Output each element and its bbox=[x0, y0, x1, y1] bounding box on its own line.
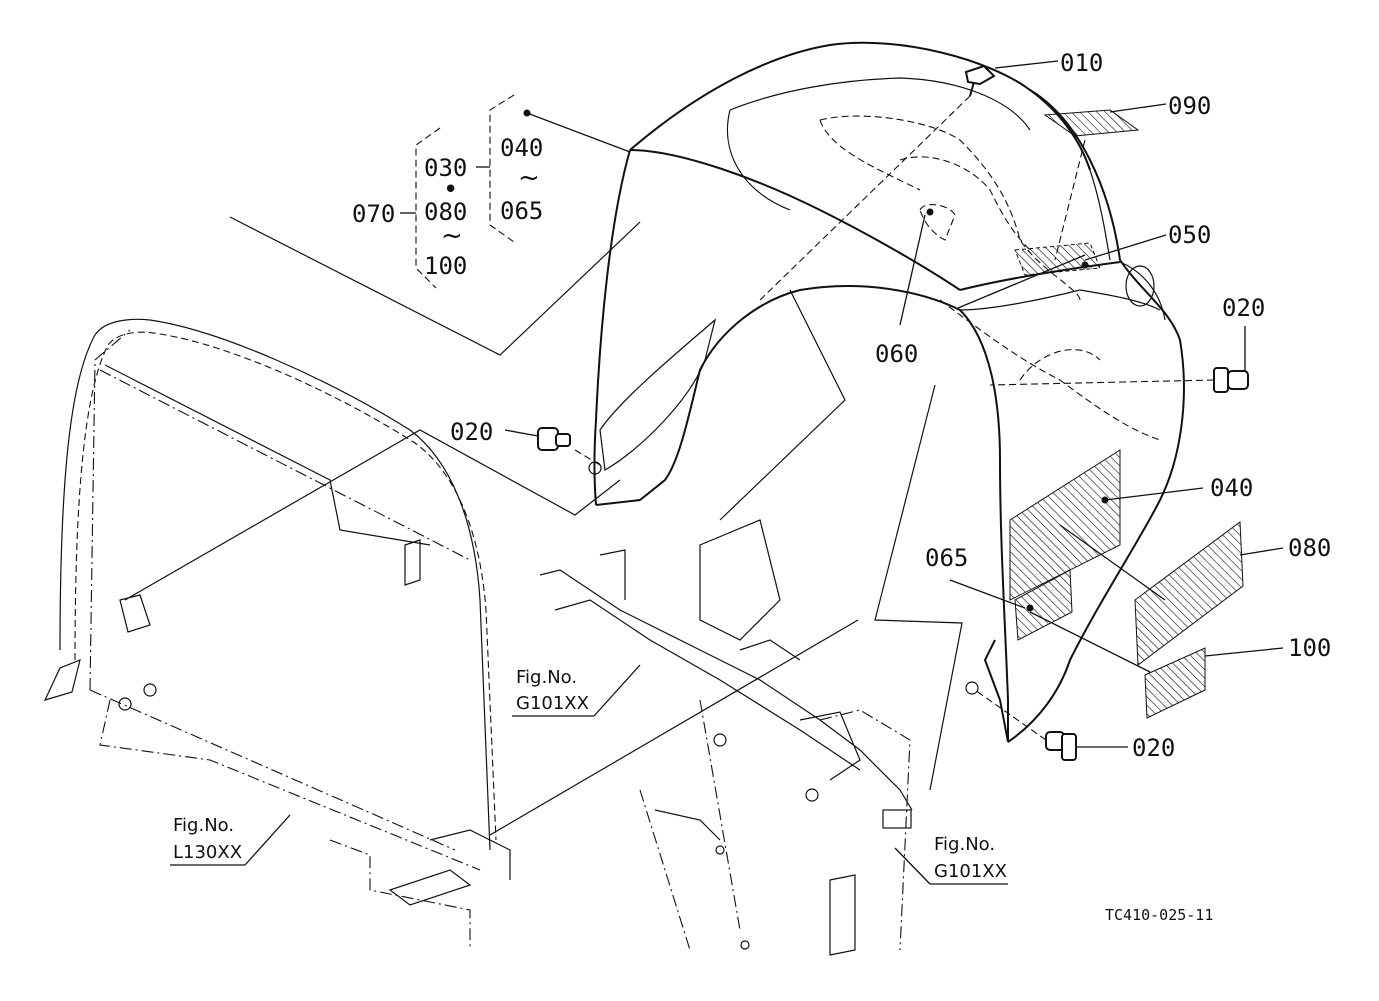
fig-ref-code: G101XX bbox=[516, 693, 589, 714]
drawing-code: TC410-025-11 bbox=[1105, 906, 1213, 924]
decal-040 bbox=[1009, 449, 1121, 601]
callout-010: 010 bbox=[1060, 49, 1103, 77]
leader-dot bbox=[926, 208, 934, 216]
group-tilde: ~ bbox=[518, 163, 540, 193]
group-label-100: 100 bbox=[424, 252, 467, 280]
group-dot: • bbox=[443, 175, 458, 205]
callout-050: 050 bbox=[1168, 221, 1211, 249]
decal-100 bbox=[1144, 647, 1206, 719]
bolt-020-right bbox=[1213, 367, 1249, 393]
callout-090: 090 bbox=[1168, 92, 1211, 120]
path-line bbox=[124, 429, 621, 601]
path-line bbox=[974, 689, 1047, 741]
decal-050 bbox=[1014, 242, 1101, 276]
bolt-020-left bbox=[537, 427, 571, 451]
callout-040: 040 bbox=[1210, 474, 1253, 502]
group-label-065: 065 bbox=[500, 197, 543, 225]
fig-ref-title: Fig.No. bbox=[934, 834, 995, 855]
callout-080: 080 bbox=[1288, 534, 1331, 562]
fig-ref-title: Fig.No. bbox=[173, 815, 234, 836]
path-line bbox=[759, 95, 971, 301]
leader-dot bbox=[1026, 604, 1034, 612]
leader-dot bbox=[1101, 496, 1109, 504]
path-line bbox=[229, 216, 641, 356]
group-label-080: 080 bbox=[424, 198, 467, 226]
path-line bbox=[574, 449, 601, 466]
path-line bbox=[874, 384, 963, 791]
bolt-010 bbox=[964, 64, 996, 97]
group-label-030: 030 bbox=[424, 154, 467, 182]
bolt-020-bottom bbox=[1045, 731, 1077, 761]
fig-ref-code: G101XX bbox=[934, 861, 1007, 882]
leader-dot bbox=[523, 109, 531, 117]
fig-ref-l130xx[interactable]: Fig.No. L130XX bbox=[170, 814, 291, 866]
decal-090 bbox=[1043, 109, 1140, 137]
path-line bbox=[1054, 139, 1086, 261]
group-tilde: ~ bbox=[441, 221, 463, 251]
group-brackets bbox=[400, 94, 515, 289]
path-line bbox=[989, 379, 1215, 386]
decal-065 bbox=[1014, 569, 1073, 641]
callout-065: 065 bbox=[925, 544, 968, 572]
callout-060: 060 bbox=[875, 340, 918, 368]
group-label-040: 040 bbox=[500, 134, 543, 162]
callout-020-right: 020 bbox=[1222, 294, 1265, 322]
leader-dot bbox=[1081, 261, 1089, 269]
callout-020-left: 020 bbox=[450, 418, 493, 446]
fig-ref-g101xx-lower[interactable]: Fig.No. G101XX bbox=[894, 834, 1008, 885]
fig-ref-g101xx-upper[interactable]: Fig.No. G101XX bbox=[512, 664, 641, 717]
callout-100: 100 bbox=[1288, 634, 1331, 662]
path-line bbox=[489, 619, 859, 836]
group-label-070: 070 bbox=[352, 200, 395, 228]
chassis-frame bbox=[539, 519, 913, 956]
callout-020-bottom: 020 bbox=[1132, 734, 1175, 762]
leader-lines bbox=[504, 60, 1284, 748]
path-line bbox=[719, 289, 846, 521]
rops-frame bbox=[43, 318, 511, 950]
fender-cover bbox=[588, 41, 1185, 743]
fig-ref-code: L130XX bbox=[173, 842, 242, 863]
decal-080 bbox=[1134, 521, 1244, 666]
fig-ref-title: Fig.No. bbox=[516, 667, 577, 688]
